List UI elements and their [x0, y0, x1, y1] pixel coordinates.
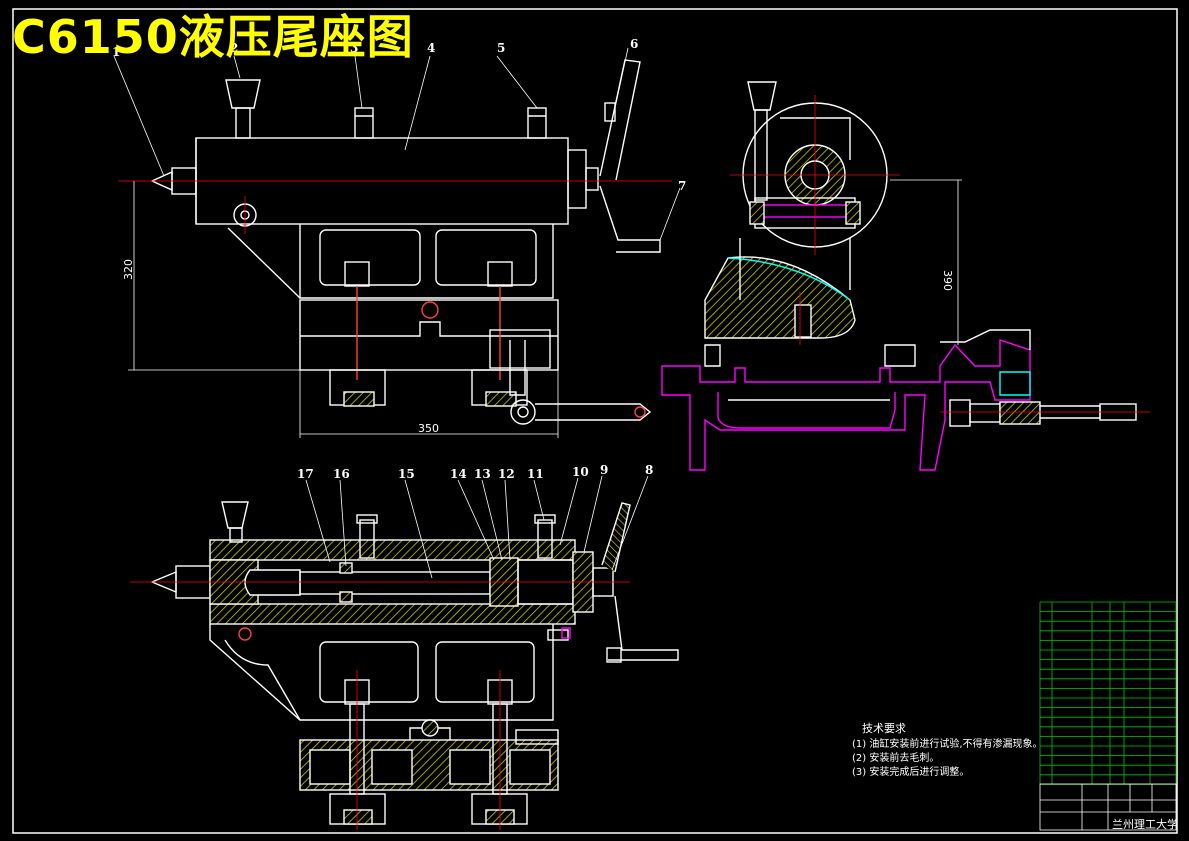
front-centerlines [118, 180, 672, 234]
front-view [150, 59, 661, 425]
part-number-14: 14 [450, 467, 467, 481]
dim-height-side: 390 [941, 270, 954, 291]
part-number-4: 4 [427, 41, 435, 55]
side-dimensions [890, 179, 962, 345]
part-number-17: 17 [297, 467, 314, 481]
university-name: 兰州理工大学 [1112, 818, 1178, 831]
tech-requirement-2: (2) 安装前去毛刺。 [852, 753, 940, 764]
title-block [1039, 783, 1177, 831]
part-number-labels: 1 2 3 4 5 6 7 8 9 10 11 12 13 14 15 16 1… [112, 37, 686, 481]
part-number-7: 7 [678, 179, 686, 193]
part-number-5: 5 [497, 41, 505, 55]
dim-height-front: 320 [122, 259, 135, 280]
parts-list-table [1039, 601, 1177, 785]
part-number-13: 13 [474, 467, 491, 481]
tech-requirements-heading: 技术要求 [862, 722, 906, 735]
part-number-15: 15 [398, 467, 415, 481]
section-view [150, 501, 679, 825]
section-centerlines [130, 581, 630, 830]
part-number-11: 11 [527, 467, 544, 481]
part-number-12: 12 [498, 467, 515, 481]
front-dimensions [128, 181, 559, 438]
part-number-8: 8 [645, 463, 653, 477]
tech-requirement-1: (1) 油缸安装前进行试验,不得有渗漏现象。 [852, 739, 1043, 750]
tech-requirement-3: (3) 安装完成后进行调整。 [852, 767, 970, 778]
part-number-3: 3 [350, 41, 358, 55]
part-number-1: 1 [112, 45, 120, 59]
part-number-10: 10 [572, 465, 589, 479]
part-number-6: 6 [630, 37, 638, 51]
part-number-16: 16 [333, 467, 350, 481]
part-number-9: 9 [600, 463, 608, 477]
part-number-2: 2 [230, 41, 238, 55]
side-centerlines [730, 95, 1150, 413]
dim-width-front: 350 [418, 422, 439, 435]
drawing-title: C6150液压尾座图 [12, 10, 414, 64]
tech-requirements: 技术要求 (1) 油缸安装前进行试验,不得有渗漏现象。 (2) 安装前去毛刺。 … [852, 722, 1043, 780]
leader-lines [113, 47, 681, 579]
